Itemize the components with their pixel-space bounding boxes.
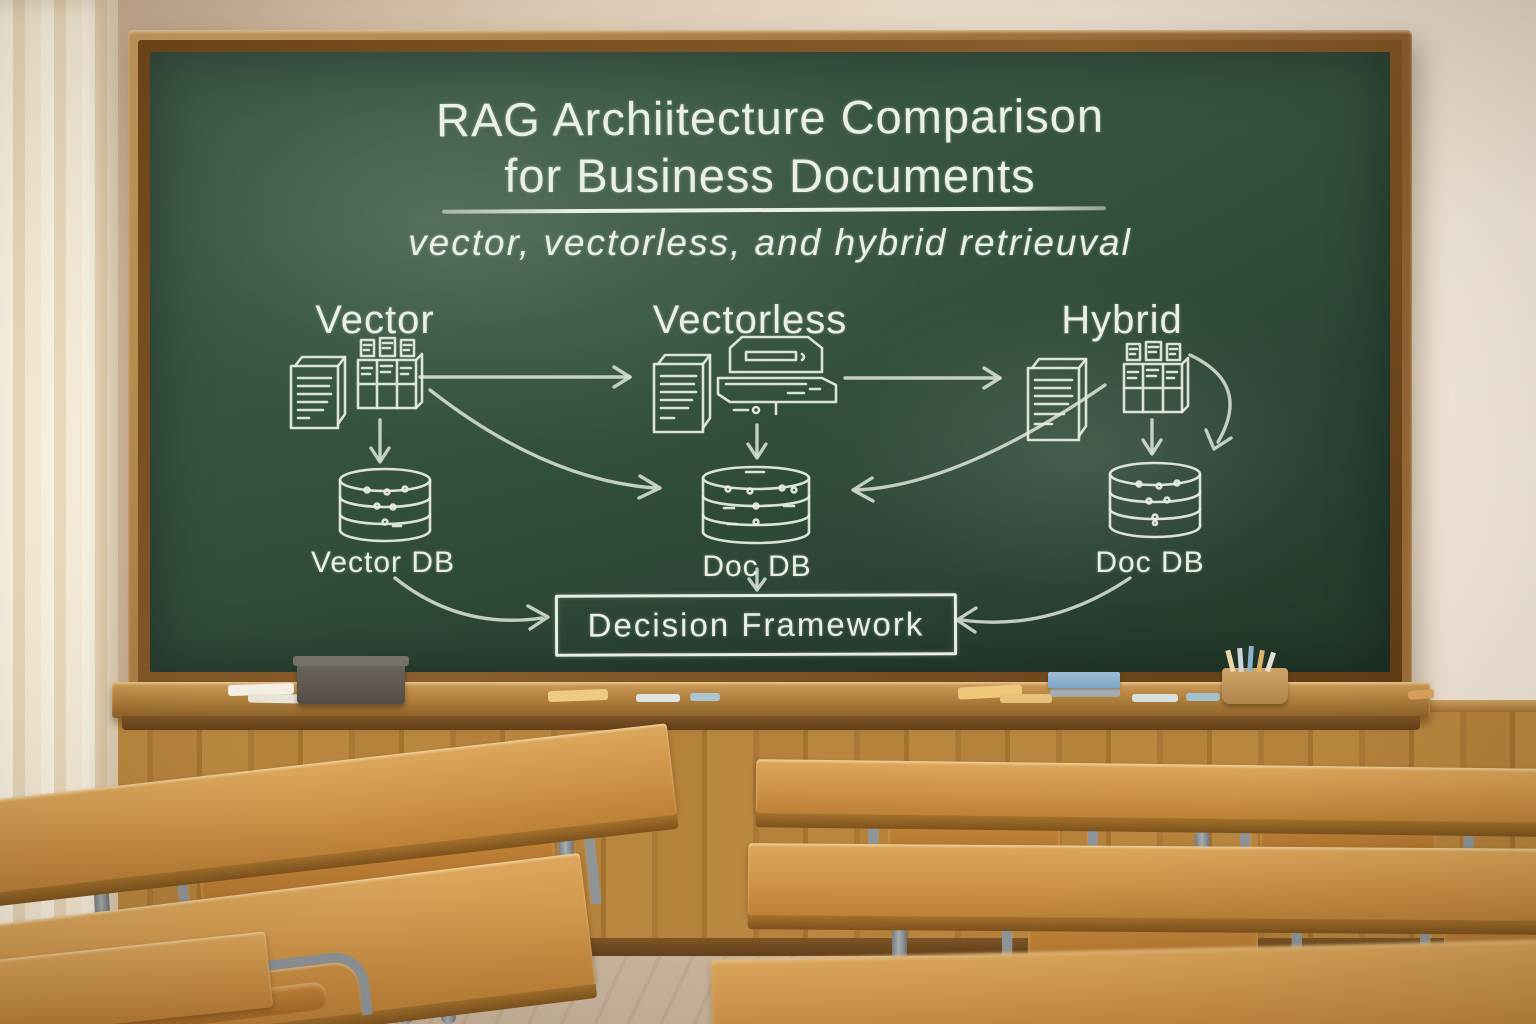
desk-top [755,759,1536,837]
vector-db-label: Vector DB [310,546,456,579]
desk-top [747,843,1536,935]
arrow-hybrid-to-center-db [851,383,1107,503]
white-chalk [1132,694,1178,702]
blue-chalk [690,693,720,701]
column-header-vector: Vector [315,298,435,342]
arrow-vectorless-docs-down [746,423,768,460]
doc-db-label-right: Doc DB [1095,546,1205,579]
diagram-arrows [369,353,1233,634]
arrow-vector-to-vectorless [418,365,632,389]
arrow-vector-db-to-decision [393,576,550,631]
column-header-vectorless: Vectorless [652,298,848,342]
arrow-vectorless-to-hybrid [843,366,1002,390]
pencil [1247,645,1254,673]
chalkboard-frame: RAG Archiitecture Comparison for Busines… [128,30,1412,694]
document-icon [289,355,347,430]
arrow-hybrid-docs-down [1141,418,1163,456]
chalk-smudge [210,92,630,352]
arrow-vector-docs-down [369,418,391,464]
embedding-grid-icon [1122,340,1190,414]
chalkboard: RAG Archiitecture Comparison for Busines… [150,52,1390,672]
embedding-grid-icon [356,336,424,410]
book-stack-bottom [1050,688,1120,697]
chalk-tray-molding [122,716,1420,730]
white-chalk [636,694,680,702]
yellow-chalk [547,688,609,703]
document-icon [652,353,712,434]
doc-db-cylinder-icon [701,465,811,545]
eraser-box [293,656,409,704]
arrow-hybrid-side-curve-to-db [1188,353,1233,451]
vector-db-cylinder-icon [338,467,432,543]
board-title-line2: for Business Documents [504,149,1036,202]
blue-chalk [1186,693,1220,701]
document-tray-icon [716,335,838,416]
doc-db-cylinder-icon [1108,461,1202,539]
arrow-center-db-to-decision [747,567,767,592]
column-header-hybrid: Hybrid [1061,298,1183,342]
yellow-chalk [1000,694,1052,703]
board-subtitle: vector, vectorless, and hybrid retrieuva… [408,222,1132,263]
pencil-cup [1222,645,1288,704]
eraser-box-lid [293,656,409,666]
chalk-stub [1407,689,1435,700]
arrow-right-db-to-decision [955,576,1132,634]
book-stack-top [1048,672,1120,688]
arrow-vector-to-center-db [428,388,662,500]
